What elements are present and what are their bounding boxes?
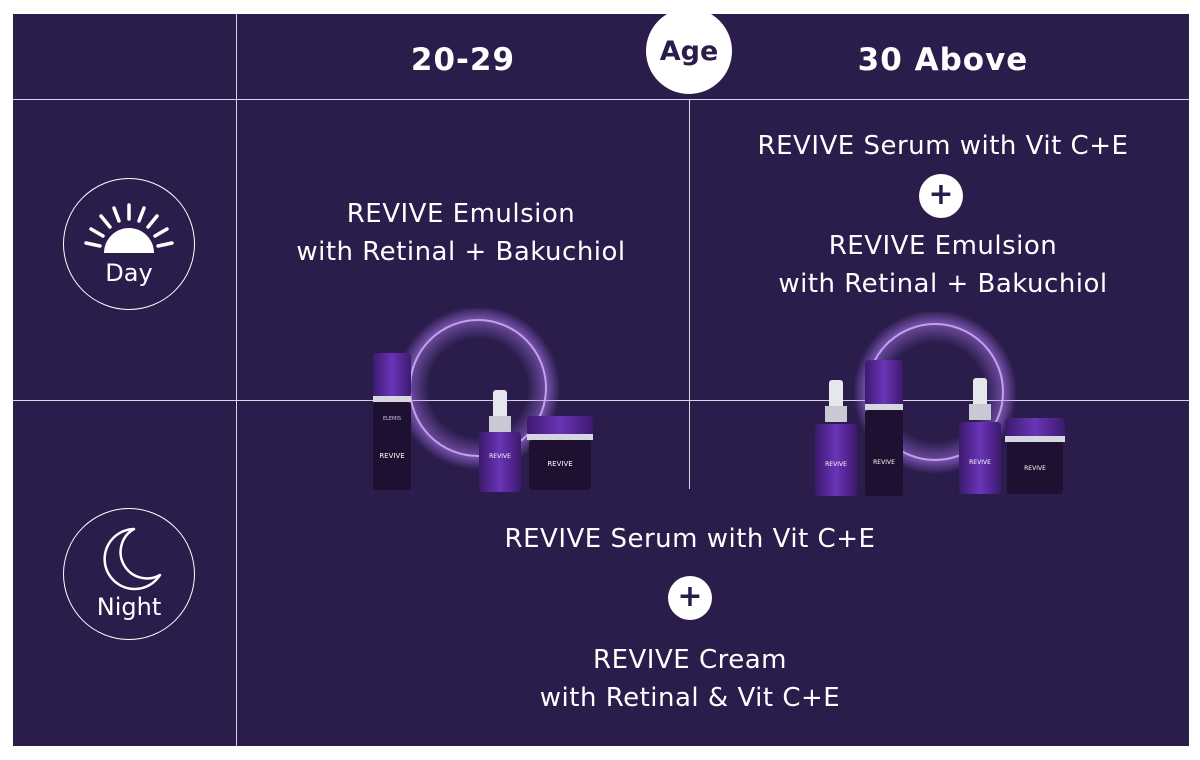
age-badge-label: Age — [659, 35, 719, 67]
serum-dropper-bottle-2: REVIVE — [959, 378, 1001, 494]
product-group-20-29: ELEMIS REVIVE REVIVE REVIVE — [373, 308, 593, 492]
column-header-30-above: 30 Above — [857, 42, 1029, 78]
day-20-29-product-line2: with Retinal + Bakuchiol — [296, 237, 626, 267]
column-header-20-29: 20-29 — [410, 42, 516, 78]
plus-badge-day: + — [919, 174, 963, 218]
day-label: Day — [105, 259, 153, 287]
plus-icon: + — [677, 579, 703, 614]
cream-jar: REVIVE — [527, 416, 593, 490]
svg-text:REVIVE: REVIVE — [489, 453, 511, 460]
svg-text:REVIVE: REVIVE — [547, 460, 572, 468]
product-group-30-above: REVIVE REVIVE REVIVE REVIVE — [815, 312, 1065, 496]
serum-dropper-bottle: REVIVE — [815, 380, 857, 496]
night-item2-line1: REVIVE Cream — [593, 645, 787, 675]
svg-text:REVIVE: REVIVE — [825, 461, 847, 468]
cream-jar: REVIVE — [1005, 418, 1065, 494]
day-night-divider — [13, 400, 1189, 401]
svg-text:REVIVE: REVIVE — [873, 459, 895, 466]
night-item1: REVIVE Serum with Vit C+E — [504, 524, 876, 554]
night-label: Night — [96, 593, 162, 621]
plus-icon: + — [928, 177, 954, 212]
day-row-label: Day — [63, 178, 195, 310]
day-30-above-item1: REVIVE Serum with Vit C+E — [757, 131, 1129, 161]
night-item2-line2: with Retinal & Vit C+E — [539, 683, 841, 713]
sunrise-icon — [84, 203, 174, 253]
svg-text:REVIVE: REVIVE — [969, 459, 991, 466]
emulsion-bottle: REVIVE — [865, 360, 903, 496]
age-badge: Age — [646, 14, 732, 94]
plus-badge-night: + — [668, 576, 712, 620]
night-row-label: Night — [63, 508, 195, 640]
emulsion-bottle: ELEMIS REVIVE — [373, 353, 411, 490]
header-divider — [13, 99, 1189, 100]
day-30-above-item2-line1: REVIVE Emulsion — [828, 231, 1058, 261]
age-routine-board: 20-29 30 Above Age Day Night — [13, 14, 1189, 746]
label-column-divider — [236, 14, 237, 746]
serum-dropper-bottle: REVIVE — [479, 390, 521, 492]
svg-text:REVIVE: REVIVE — [1024, 465, 1046, 472]
age-column-divider — [689, 99, 690, 489]
svg-text:REVIVE: REVIVE — [379, 452, 404, 460]
svg-text:ELEMIS: ELEMIS — [383, 416, 401, 422]
day-30-above-item2-line2: with Retinal + Bakuchiol — [778, 269, 1108, 299]
crescent-moon-icon — [103, 527, 162, 591]
day-20-29-product-line1: REVIVE Emulsion — [346, 199, 576, 229]
